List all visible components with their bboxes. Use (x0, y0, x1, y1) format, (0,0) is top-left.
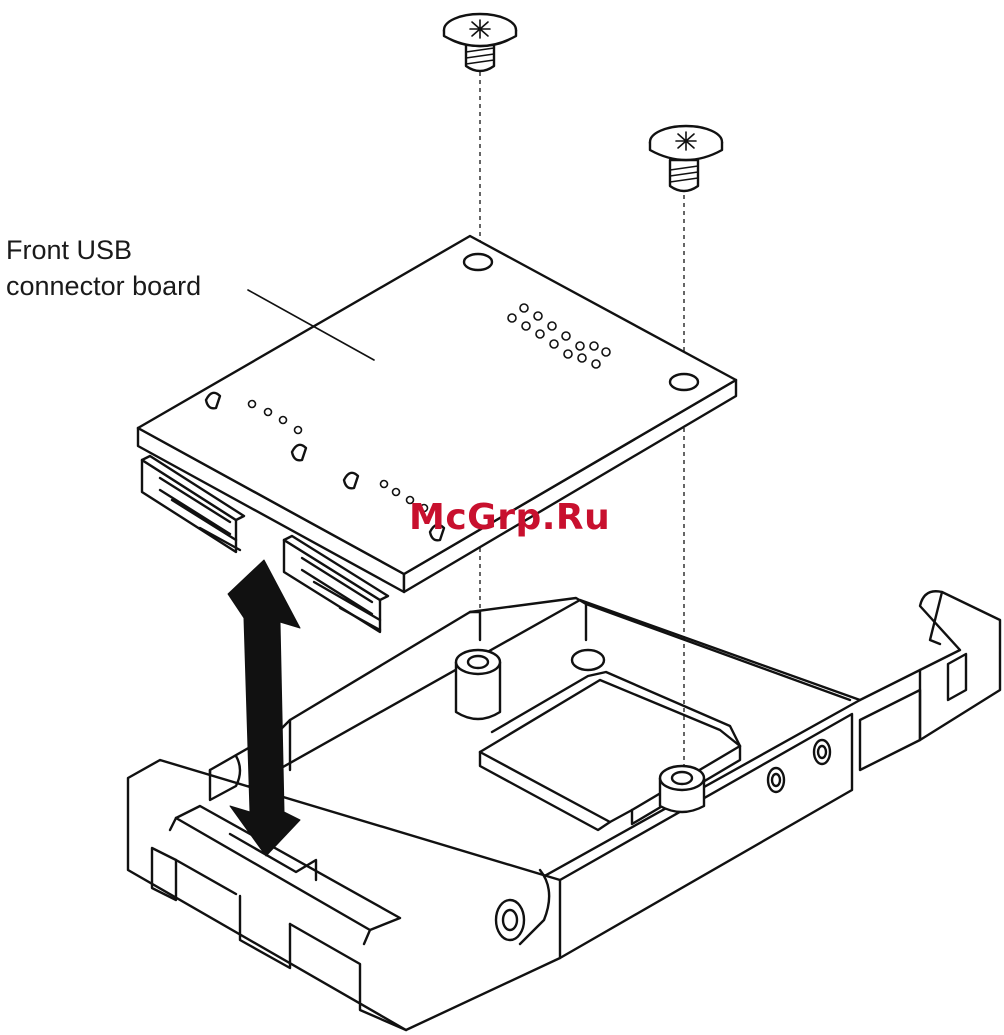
screw-left (444, 14, 516, 71)
standoff-right (660, 766, 704, 812)
callout-label: Front USB connector board (6, 232, 201, 304)
callout-line-2: connector board (6, 268, 201, 304)
phillips-screw-icon (470, 20, 490, 38)
callout-line-1: Front USB (6, 232, 201, 268)
screw-right (650, 126, 722, 191)
watermark: McGrp.Ru (409, 497, 610, 538)
standoff-left (456, 650, 500, 719)
phillips-screw-icon (676, 132, 696, 150)
